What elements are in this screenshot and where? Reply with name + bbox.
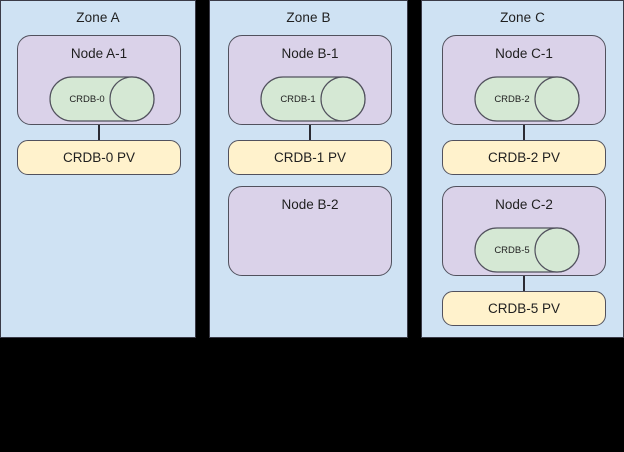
zone-container-a[interactable]: Zone A Node A-1 CRDB-0 CRDB-0 PV xyxy=(0,0,196,338)
database-cylinder-crdb-2[interactable]: CRDB-2 xyxy=(474,76,580,122)
volume-container-crdb-2-pv[interactable]: CRDB-2 PV xyxy=(442,140,606,175)
node-title-a-1: Node A-1 xyxy=(70,46,128,61)
zone-title-b: Zone B xyxy=(286,10,331,25)
node-container-b-1[interactable]: Node B-1 CRDB-1 xyxy=(228,35,392,125)
node-container-a-1[interactable]: Node A-1 CRDB-0 xyxy=(17,35,181,125)
volume-container-crdb-5-pv[interactable]: CRDB-5 PV xyxy=(442,291,606,326)
node-title-b-1: Node B-1 xyxy=(281,46,339,61)
volume-container-crdb-0-pv[interactable]: CRDB-0 PV xyxy=(17,140,181,175)
zone-title-c: Zone C xyxy=(500,10,545,25)
database-cylinder-crdb-1[interactable]: CRDB-1 xyxy=(260,76,366,122)
node-container-b-2[interactable]: Node B-2 xyxy=(228,186,392,276)
volume-label-crdb-1-pv: CRDB-1 PV xyxy=(273,150,346,165)
volume-label-crdb-2-pv: CRDB-2 PV xyxy=(487,150,560,165)
node-title-c-2: Node C-2 xyxy=(495,197,553,212)
node-container-c-1[interactable]: Node C-1 CRDB-2 xyxy=(442,35,606,125)
volume-container-crdb-1-pv[interactable]: CRDB-1 PV xyxy=(228,140,392,175)
node-container-c-2[interactable]: Node C-2 CRDB-5 xyxy=(442,186,606,276)
database-cylinder-crdb-5[interactable]: CRDB-5 xyxy=(474,227,580,273)
connector-c-1 xyxy=(523,125,525,142)
volume-label-crdb-0-pv: CRDB-0 PV xyxy=(62,150,135,165)
node-title-c-1: Node C-1 xyxy=(495,46,553,61)
connector-c-2 xyxy=(523,276,525,293)
database-cylinder-crdb-0[interactable]: CRDB-0 xyxy=(49,76,155,122)
connector-b-1 xyxy=(309,125,311,142)
volume-label-crdb-5-pv: CRDB-5 PV xyxy=(487,301,560,316)
zone-title-a: Zone A xyxy=(76,10,120,25)
zone-container-c[interactable]: Zone C Node C-1 CRDB-2 CRDB-2 PV Node C-… xyxy=(421,0,624,338)
node-title-b-2: Node B-2 xyxy=(281,197,339,212)
connector-a-1 xyxy=(98,125,100,142)
zone-container-b[interactable]: Zone B Node B-1 CRDB-1 CRDB-1 PV Node B-… xyxy=(209,0,408,338)
